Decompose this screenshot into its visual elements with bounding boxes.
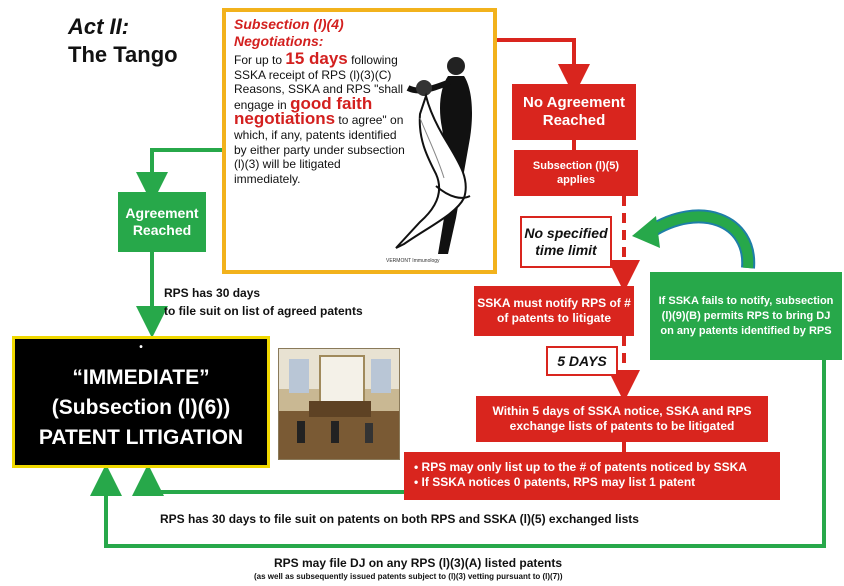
arrow-lists-to-litigation: [132, 464, 405, 496]
negotiations-box: Subsection (l)(4) Negotiations: For up t…: [222, 8, 497, 274]
agreement-reached-label: Agreement Reached: [125, 205, 199, 238]
bullet-text-1: RPS may only list up to the # of patents…: [421, 460, 747, 474]
courtroom-image: [278, 348, 400, 460]
subsection-l5-label: Subsection (l)(5) applies: [532, 160, 620, 186]
act-subtitle: The Tango: [68, 42, 178, 67]
litigation-line2: (Subsection (l)(6)): [51, 396, 231, 419]
dj-box-label: If SSKA fails to notify, subsection (l)(…: [658, 294, 834, 337]
bottom-line-3: (as well as subsequently issued patents …: [254, 572, 563, 581]
litigation-line3: PATENT LITIGATION: [38, 426, 244, 449]
neg-negotiations: negotiations: [234, 109, 336, 129]
negotiations-heading-1: Subsection (l)(4): [234, 16, 344, 32]
negotiations-heading-2: Negotiations:: [234, 33, 324, 49]
bullets-box: • RPS may only list up to the # of paten…: [404, 452, 780, 500]
immediate-litigation-box: • “IMMEDIATE” (Subsection (l)(6)) PATENT…: [12, 336, 270, 468]
neg-line8: (l)(3) will be litigated: [234, 157, 341, 172]
no-time-limit-box: No specified time limit: [520, 216, 612, 268]
sska-notify-box: SSKA must notify RPS of # of patents to …: [474, 286, 634, 336]
rps-30-days-line1: RPS has 30 days: [164, 286, 261, 300]
no-agreement-box: No Agreement Reached: [512, 84, 636, 140]
bottom-line-2: RPS may file DJ on any RPS (l)(3)(A) lis…: [274, 556, 563, 570]
neg-15-days: 15 days: [285, 49, 348, 68]
neg-line1-post: following: [347, 53, 398, 67]
no-agreement-label: No Agreement Reached: [523, 94, 625, 129]
rps-30-days-line2: to file suit on list of agreed patents: [164, 304, 363, 318]
five-days-label: 5 DAYS: [557, 353, 607, 369]
arrow-to-agreement: [136, 148, 222, 204]
bullet-item-2: • If SSKA notices 0 patents, RPS may lis…: [414, 475, 696, 489]
neg-line6: which, if any, patents identified: [234, 127, 397, 142]
five-days-box: 5 DAYS: [546, 346, 618, 376]
neg-line4-pre: engage in: [234, 97, 291, 112]
exchange-lists-label: Within 5 days of SSKA notice, SSKA and R…: [492, 404, 752, 433]
subsection-l5-box: Subsection (l)(5) applies: [514, 150, 638, 196]
no-time-limit-label: No specified time limit: [524, 225, 608, 258]
litigation-dot: •: [139, 342, 143, 353]
tango-dancers-image: [395, 57, 472, 254]
neg-line3: Reasons, SSKA and RPS "shall: [234, 82, 404, 97]
neg-line1-pre: For up to: [234, 53, 286, 67]
negotiations-text: For up to 15 days following SSKA receipt…: [234, 49, 420, 186]
neg-line2: SSKA receipt of RPS (l)(3)(C): [234, 67, 392, 82]
agreement-reached-box: Agreement Reached: [118, 192, 206, 252]
sska-notify-label: SSKA must notify RPS of # of patents to …: [477, 296, 631, 325]
arrow-dj-to-litigation: [90, 360, 826, 548]
rps-30-days-label: RPS has 30 days to file suit on list of …: [164, 286, 363, 318]
neg-good-faith: good faith: [290, 93, 373, 113]
neg-line7: by either party under subsection: [234, 142, 405, 157]
image-credit: VERMONT Immunology: [386, 258, 440, 264]
neg-line5-post: to agree" on: [335, 113, 404, 128]
litigation-line1: “IMMEDIATE”: [72, 366, 210, 389]
act-title: Act II:: [68, 14, 130, 39]
arrow-to-no-agreement: [497, 38, 590, 96]
negotiations-heading: Subsection (l)(4) Negotiations:: [234, 16, 344, 50]
neg-line9: immediately.: [234, 171, 301, 186]
bottom-line-1: RPS has 30 days to file suit on patents …: [160, 512, 639, 526]
dj-box: If SSKA fails to notify, subsection (l)(…: [650, 272, 842, 360]
exchange-lists-box: Within 5 days of SSKA notice, SSKA and R…: [476, 396, 768, 442]
bullet-item-1: • RPS may only list up to the # of paten…: [414, 460, 747, 474]
bullet-text-2: If SSKA notices 0 patents, RPS may list …: [421, 475, 696, 489]
